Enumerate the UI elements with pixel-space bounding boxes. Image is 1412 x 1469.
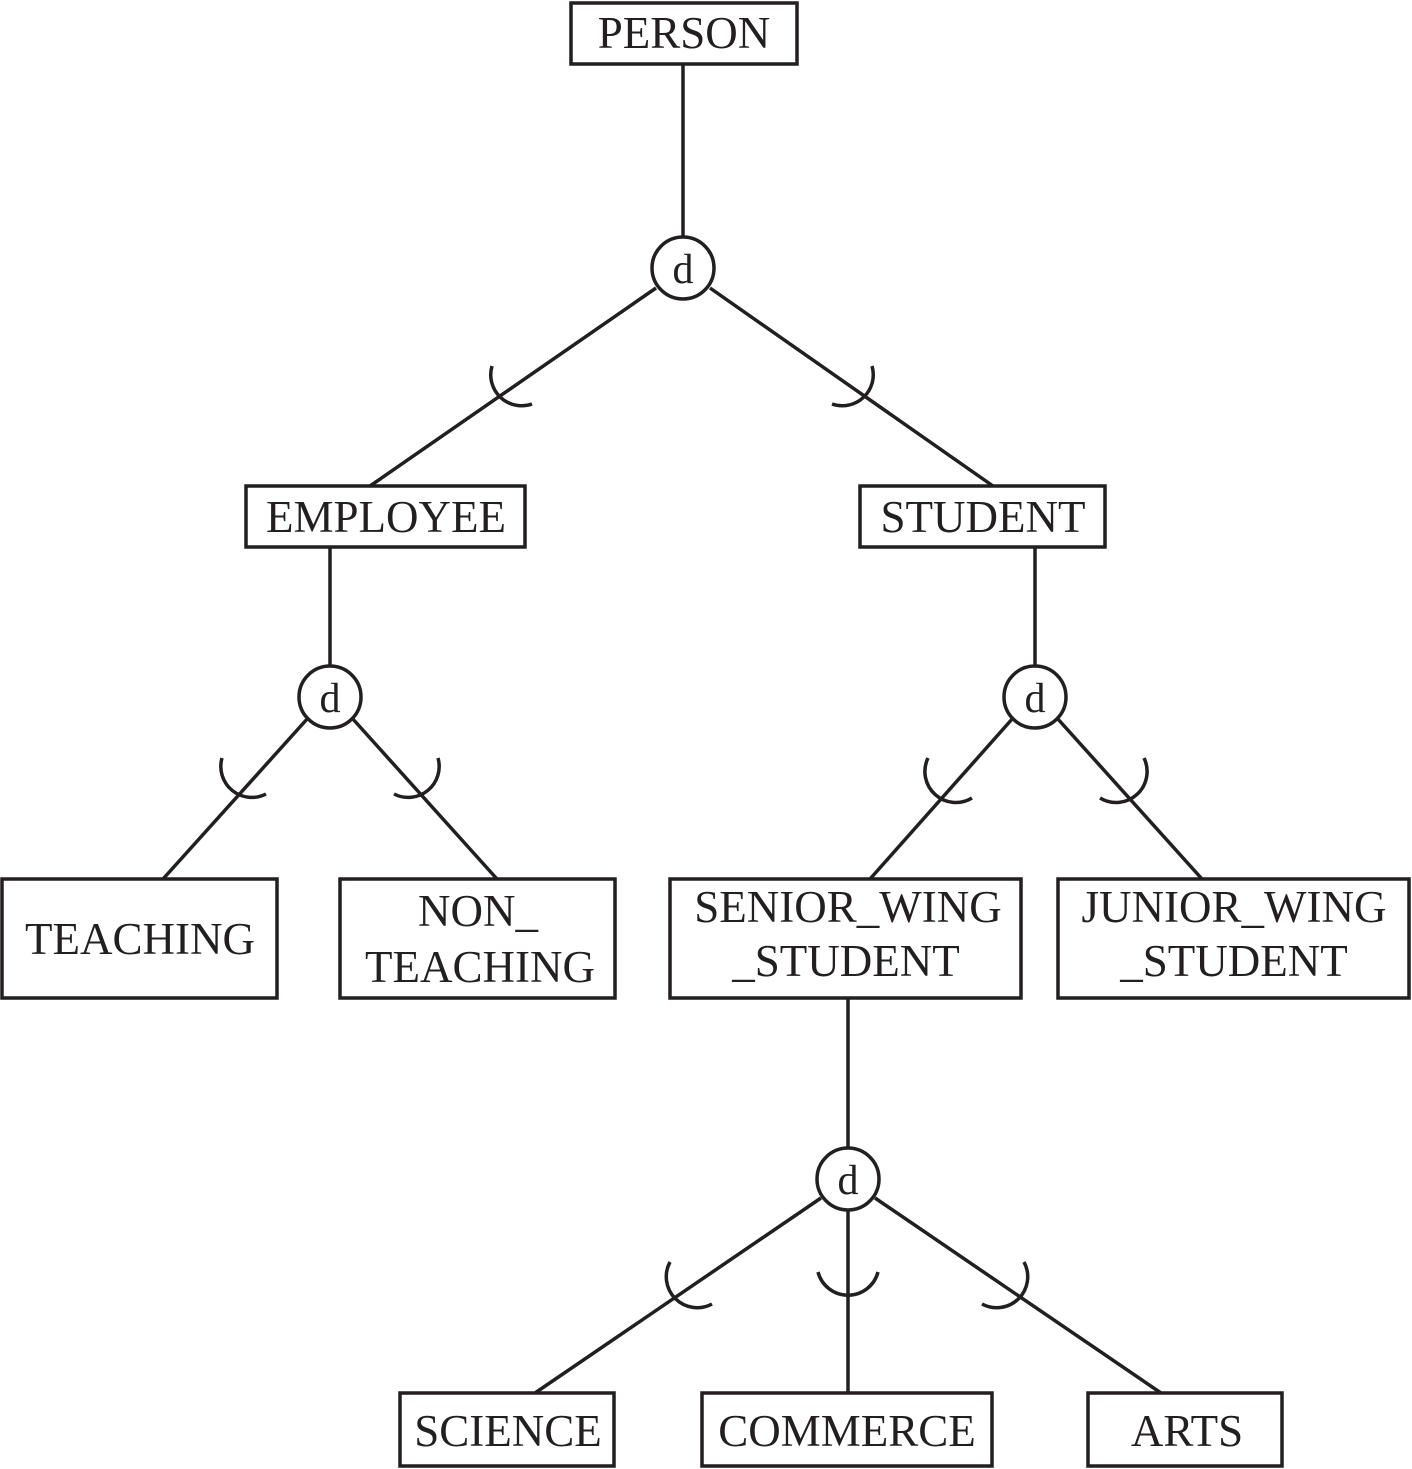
entity-employee: EMPLOYEE — [244, 484, 527, 549]
edge-disjoint-1-to-student — [708, 286, 995, 488]
disjoint-symbol: d — [838, 1158, 859, 1204]
edge-disjoint-1-to-employee — [369, 286, 657, 488]
entity-person: PERSON — [569, 1, 799, 66]
disjoint-circles: d d d d — [297, 235, 1068, 1212]
disjoint-circle-senior: d — [815, 1146, 881, 1212]
entity-teaching: TEACHING — [0, 877, 279, 1000]
entity-student: STUDENT — [858, 484, 1107, 549]
subset-mark-science — [664, 1261, 713, 1310]
disjoint-circle-employee: d — [297, 664, 363, 730]
edge-disjoint-4-to-arts — [874, 1196, 1162, 1395]
edges — [161, 64, 1204, 1395]
entity-junior-wing-student: JUNIOR_WING _STUDENT — [1056, 877, 1411, 1000]
entity-label-senior-line2: _STUDENT — [731, 936, 959, 986]
entity-commerce: COMMERCE — [700, 1391, 994, 1468]
entity-arts: ARTS — [1086, 1391, 1284, 1468]
entity-label-junior-line2: _STUDENT — [1119, 936, 1347, 986]
edge-disjoint-2-to-teaching — [161, 716, 310, 881]
subset-marks — [219, 365, 1149, 1310]
entity-label-science: SCIENCE — [414, 1406, 602, 1456]
entity-label-arts: ARTS — [1131, 1406, 1243, 1456]
disjoint-symbol: d — [1025, 676, 1046, 722]
entity-label-employee: EMPLOYEE — [266, 492, 506, 542]
disjoint-circle-student: d — [1002, 664, 1068, 730]
disjoint-symbol: d — [320, 676, 341, 722]
subset-mark-arts — [981, 1261, 1030, 1310]
subset-mark-senior — [923, 757, 973, 805]
subset-mark-non-teaching — [393, 757, 441, 800]
entity-label-junior-line1: JUNIOR_WING — [1082, 882, 1387, 932]
entity-label-student: STUDENT — [881, 492, 1086, 542]
edge-disjoint-4-to-science — [534, 1196, 822, 1395]
subset-mark-junior — [1099, 757, 1149, 805]
disjoint-circle-person: d — [650, 235, 716, 301]
disjoint-symbol: d — [673, 247, 694, 293]
entity-non-teaching: NON_ TEACHING — [338, 877, 617, 1000]
entity-label-senior-line1: SENIOR_WING — [694, 882, 1001, 932]
entity-senior-wing-student: SENIOR_WING _STUDENT — [668, 877, 1023, 1000]
entity-label-non-teaching-line2: TEACHING — [365, 942, 595, 992]
subset-mark-commerce — [816, 1271, 880, 1297]
subset-mark-student — [831, 365, 876, 408]
subset-mark-teaching — [219, 757, 267, 800]
entity-label-non-teaching-line1: NON_ — [418, 886, 538, 936]
entity-label-person: PERSON — [598, 8, 771, 58]
edge-disjoint-2-to-non-teaching — [350, 716, 499, 881]
subset-mark-employee — [488, 365, 533, 408]
entity-science: SCIENCE — [398, 1391, 616, 1468]
entity-label-teaching: TEACHING — [25, 914, 255, 964]
entity-label-commerce: COMMERCE — [718, 1406, 976, 1456]
